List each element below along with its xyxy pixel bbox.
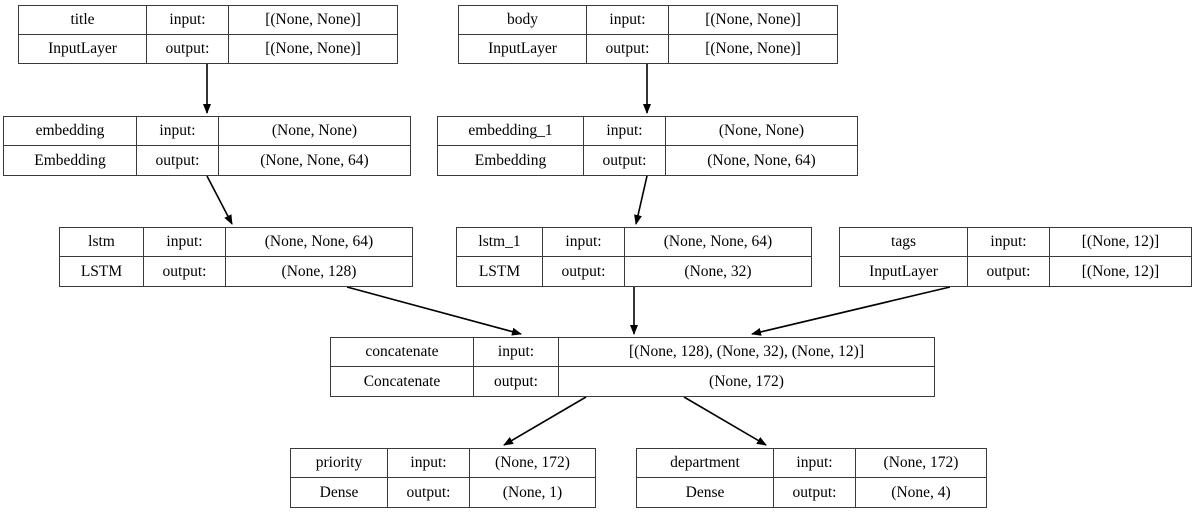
output-label: output:: [587, 34, 669, 63]
edge-embedding-to-lstm: [206, 175, 233, 225]
output-shape: [(None, 12)]: [1081, 262, 1160, 280]
node-class-label: Dense: [291, 478, 388, 507]
node-name-label: tags: [840, 228, 968, 256]
input-shape: [(None, None)]: [705, 11, 801, 28]
node-name-label: title: [19, 6, 147, 34]
node-class-label: InputLayer: [459, 34, 587, 63]
edge-concatenate-to-priority: [503, 396, 587, 446]
output-shape: (None, 172): [709, 372, 784, 390]
output-label: output:: [147, 34, 229, 63]
output-shape: (None, 128): [281, 262, 357, 280]
node-name-label: concatenate: [331, 338, 474, 366]
input-label: input:: [543, 228, 625, 256]
output-shape: [(None, None)]: [265, 40, 361, 57]
output-label: output:: [584, 146, 666, 175]
edge-tags-to-concatenate: [751, 286, 951, 336]
node-name-label: priority: [291, 449, 388, 477]
output-shape: (None, None, 64): [260, 151, 369, 169]
input-label: input:: [388, 449, 470, 477]
output-label: output:: [543, 257, 625, 286]
output-shape: (None, 1): [502, 483, 563, 501]
output-shape: (None, 32): [684, 262, 752, 280]
output-label: output:: [474, 367, 559, 396]
output-label: output:: [137, 146, 219, 175]
node-name-label: lstm: [60, 228, 144, 256]
input-label: input:: [474, 338, 559, 366]
output-shape: (None, None, 64): [707, 151, 816, 169]
node-name-label: embedding: [4, 117, 137, 145]
input-shape: (None, None, 64): [663, 233, 773, 251]
input-shape: [(None, None)]: [265, 11, 361, 28]
input-shape: (None, 172): [495, 454, 570, 472]
edge-embedding_1-to-lstm_1: [634, 175, 648, 225]
edge-concatenate-to-department: [683, 396, 767, 446]
input-label: input:: [144, 228, 226, 256]
node-class-label: LSTM: [60, 257, 144, 286]
output-shape: [(None, None)]: [705, 40, 801, 57]
input-label: input:: [774, 449, 856, 477]
node-name-label: embedding_1: [438, 117, 584, 145]
node-class-label: Embedding: [4, 146, 137, 175]
output-shape: (None, 4): [891, 483, 951, 501]
input-shape: (None, 172): [883, 454, 959, 472]
node-name-label: body: [459, 6, 587, 34]
node-class-label: InputLayer: [840, 257, 968, 286]
node-class-label: Embedding: [438, 146, 584, 175]
node-name-label: department: [637, 449, 774, 477]
input-label: input:: [968, 228, 1050, 256]
output-label: output:: [144, 257, 226, 286]
output-label: output:: [774, 478, 856, 507]
edge-lstm-to-concatenate: [346, 286, 522, 336]
node-class-label: Concatenate: [331, 367, 474, 396]
input-label: input:: [137, 117, 219, 145]
input-shape: [(None, 12)]: [1081, 233, 1160, 251]
node-class-label: Dense: [637, 478, 774, 507]
input-label: input:: [587, 6, 669, 34]
node-name-label: lstm_1: [457, 228, 543, 256]
input-shape: (None, None): [271, 122, 358, 140]
input-shape: (None, None): [718, 122, 805, 140]
input-shape: [(None, 128), (None, 32), (None, 12)]: [628, 343, 864, 361]
output-label: output:: [968, 257, 1050, 286]
input-label: input:: [147, 6, 229, 34]
input-label: input:: [584, 117, 666, 145]
node-class-label: InputLayer: [19, 34, 147, 63]
node-class-label: LSTM: [457, 257, 543, 286]
input-shape: (None, None, 64): [264, 233, 374, 251]
output-label: output:: [388, 478, 470, 507]
